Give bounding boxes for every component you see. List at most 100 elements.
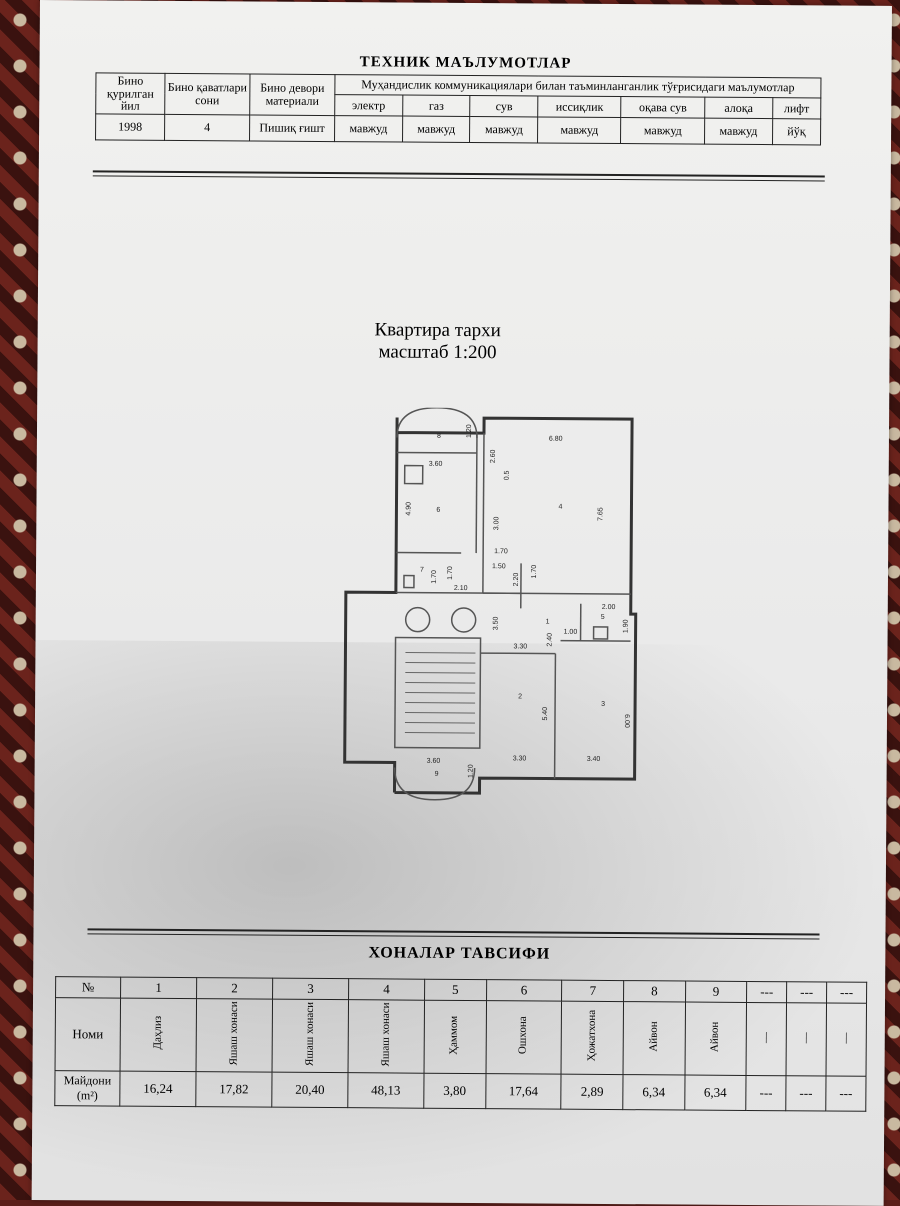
- room-number: 1: [546, 619, 550, 626]
- area-header: Майдони (m²): [55, 1071, 120, 1106]
- col-wall-header: Бино девори материали: [250, 74, 335, 115]
- toilet-icon: [404, 576, 414, 588]
- document-sheet: ТЕХНИК МАЪЛУМОТЛАР Бино қурилган йил Бин…: [32, 0, 892, 1206]
- room-name: —: [761, 1032, 773, 1043]
- room-number: 4: [558, 504, 562, 511]
- utility-header: сув: [470, 96, 538, 117]
- room-area: 17,64: [485, 1074, 561, 1110]
- room-name-cell: Яшаш хонаси: [348, 1000, 424, 1074]
- room-name-cell: —: [746, 1002, 786, 1075]
- dimension: 5.40: [542, 707, 549, 721]
- room-name: Даҳлиз: [152, 1016, 164, 1050]
- rooms-title: ХОНАЛАР ТАВСИФИ: [33, 942, 885, 966]
- dimension: 1.70: [531, 565, 538, 579]
- dimension: 2.60: [490, 449, 497, 463]
- room-area: ---: [826, 1076, 866, 1111]
- room-name: Айвон: [710, 1022, 722, 1052]
- dimension: 1.90: [623, 619, 630, 633]
- column: [452, 608, 476, 632]
- room-number-cell: 9: [685, 981, 747, 1002]
- floor-plan: 1 2 3 4 5 6 7 8 9 3.60 1.20 6.80 2.60 0.…: [334, 407, 657, 804]
- room-number: 8: [437, 433, 441, 440]
- room-name-cell: Даҳлиз: [120, 998, 196, 1072]
- plan-scale: масштаб 1:200: [337, 342, 537, 364]
- room-number-cell: ---: [787, 982, 827, 1003]
- room-area: 6,34: [684, 1075, 746, 1110]
- room-name-cell: Айвон: [623, 1002, 685, 1075]
- utility-value: мавжуд: [538, 117, 621, 144]
- dimension: 2.00: [602, 604, 616, 611]
- room-name-cell: Ошхона: [486, 1001, 562, 1075]
- utility-header: лифт: [772, 98, 820, 119]
- dimension: 2.40: [546, 633, 553, 647]
- dimension: 3.00: [493, 516, 500, 530]
- room-area: 2,89: [561, 1074, 623, 1109]
- utility-header: оқава сув: [621, 97, 705, 118]
- room-number-cell: ---: [747, 981, 787, 1002]
- room-number-cell: 6: [486, 980, 562, 1002]
- room-area: 20,40: [272, 1072, 348, 1108]
- utility-header: электр: [335, 95, 403, 116]
- utility-header: газ: [402, 95, 470, 116]
- dimension: 3.50: [493, 616, 500, 630]
- dimension: 1.50: [492, 563, 506, 570]
- room-name: —: [801, 1032, 813, 1043]
- room-area: 6,34: [623, 1075, 685, 1110]
- room-area: ---: [786, 1076, 826, 1111]
- dimension: 2.10: [454, 585, 468, 592]
- room-number: 6: [436, 507, 440, 514]
- tech-title: ТЕХНИК МАЪЛУМОТЛАР: [40, 52, 892, 75]
- room-name-cell: —: [786, 1003, 826, 1076]
- room-area: 48,13: [348, 1073, 424, 1109]
- dimension: 2.20: [513, 573, 520, 587]
- year-value: 1998: [96, 114, 165, 140]
- room-name-cell: Яшаш хонаси: [272, 999, 348, 1073]
- dimension: 1.70: [431, 570, 438, 584]
- wall: [555, 654, 556, 779]
- no-header: №: [56, 977, 121, 998]
- wall-value: Пишиқ ғишт: [250, 115, 335, 142]
- dimension: 6.80: [549, 436, 563, 443]
- room-name-cell: Яшаш хонаси: [196, 999, 272, 1073]
- room-area: 3,80: [424, 1073, 486, 1108]
- dimension: 6.00: [623, 714, 630, 728]
- room-name: Яшаш хонаси: [228, 1001, 240, 1065]
- dimension: 4.90: [405, 502, 412, 516]
- room-name: Ҳаммом: [449, 1015, 461, 1054]
- room-number-cell: 2: [197, 978, 273, 1000]
- column: [406, 608, 430, 632]
- room-number-cell: 4: [348, 979, 424, 1001]
- wall: [396, 592, 521, 593]
- utility-header: алоқа: [705, 98, 773, 119]
- wall: [397, 453, 477, 454]
- utility-value: мавжуд: [621, 117, 705, 144]
- room-name: Ошхона: [518, 1016, 530, 1054]
- wall: [483, 433, 484, 593]
- room-name: Яшаш хонаси: [304, 1002, 316, 1066]
- room-number-cell: 7: [562, 980, 624, 1001]
- room-number: 3: [601, 701, 605, 708]
- stove-icon: [405, 466, 423, 484]
- room-number: 5: [601, 614, 605, 621]
- room-number-cell: 5: [424, 979, 486, 1000]
- room-name: —: [840, 1033, 852, 1044]
- wall: [476, 433, 477, 553]
- col-floors-header: Бино қаватлари сони: [165, 73, 250, 114]
- col-year-header: Бино қурилган йил: [96, 73, 165, 114]
- dimension: 1.70: [447, 566, 454, 580]
- room-number: 7: [420, 567, 424, 574]
- utility-header: иссиқлик: [538, 96, 621, 117]
- dimension: 1.20: [466, 424, 473, 438]
- utility-value: йўқ: [772, 118, 820, 144]
- room-area: 16,24: [120, 1071, 196, 1107]
- dimension: 1.70: [494, 548, 508, 555]
- room-number-cell: 3: [272, 978, 348, 1000]
- room-name-cell: —: [826, 1003, 866, 1076]
- utility-value: мавжуд: [705, 118, 773, 144]
- room-name-cell: Ҳожатхона: [561, 1001, 623, 1074]
- room-number-cell: 8: [624, 981, 686, 1002]
- floors-value: 4: [165, 114, 250, 141]
- room-number: 9: [435, 771, 439, 778]
- utility-value: мавжуд: [335, 115, 403, 141]
- dimension: 0.5: [504, 470, 511, 480]
